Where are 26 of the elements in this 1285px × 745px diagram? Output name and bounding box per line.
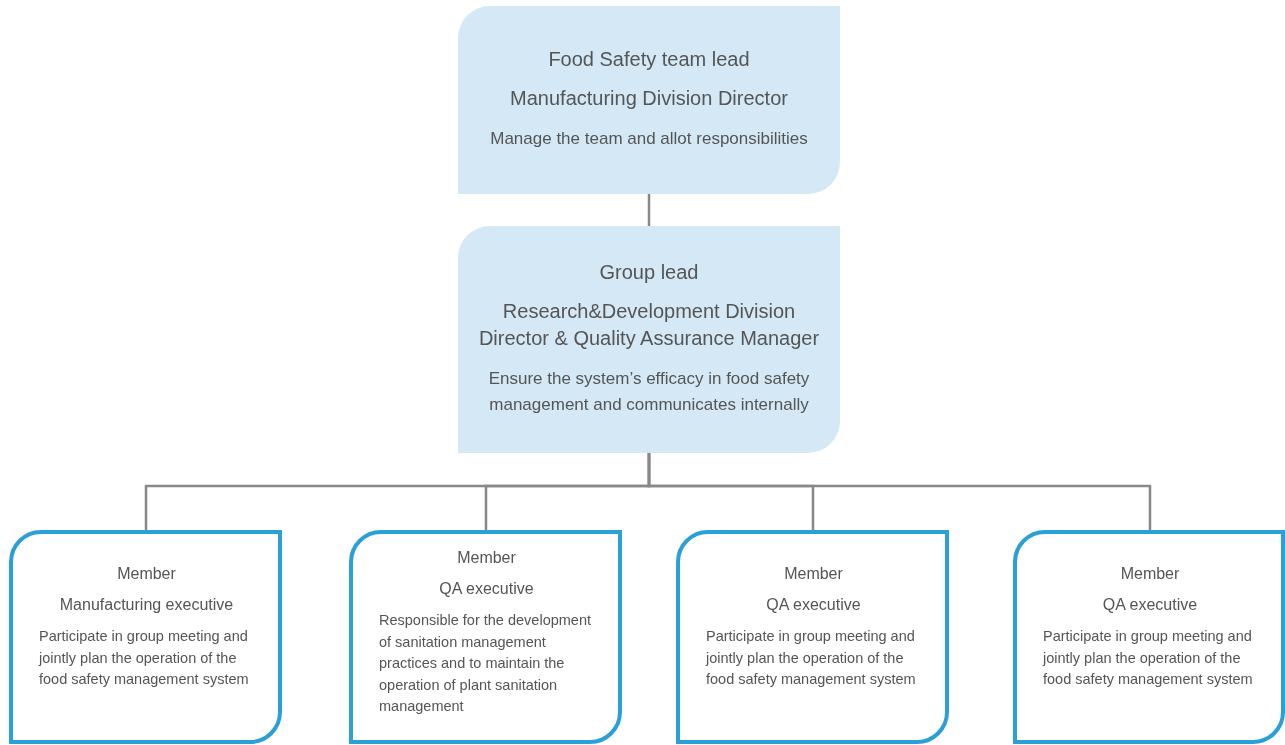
member-card: [349, 530, 622, 744]
role-card: [458, 226, 840, 453]
responsibility-text: Participate in group meeting and jointly plan the operation of the food safety management system: [39, 627, 250, 689]
member-card: [9, 530, 282, 744]
position-name: Research&Development Division Director & Quality Assurance Manager: [477, 299, 821, 351]
responsibility-text: Participate in group meeting and jointly plan the operation of the food safety management system: [706, 627, 917, 689]
position-name: QA executive: [438, 580, 535, 598]
role-title: Member: [1119, 565, 1181, 583]
role-title: Group lead: [599, 261, 699, 284]
role-title: Member: [456, 549, 517, 567]
role-title: Food Safety team lead: [548, 48, 750, 71]
position-name: QA executive: [765, 596, 862, 614]
responsibility-text: Participate in group meeting and jointly plan the operation of the food safety management system: [1043, 627, 1254, 689]
position-name: QA executive: [1101, 596, 1199, 614]
role-title: Member: [783, 565, 844, 583]
member-card: [1013, 530, 1285, 744]
connector-line: [647, 453, 1152, 530]
connector-line: [647, 194, 651, 226]
role-title: Member: [116, 565, 177, 583]
position-name: Manufacturing Division Director: [510, 86, 788, 111]
responsibility-text: Ensure the system’s efficacy in food safety management and communicates internally: [487, 368, 811, 416]
responsibility-text: Manage the team and allot responsibilities: [490, 128, 808, 150]
responsibility-text: Responsible for the development of sanitation management practices and to maintain the operation of plant sanitation management: [379, 611, 592, 716]
position-name: Manufacturing executive: [58, 596, 235, 614]
role-card: [458, 6, 840, 194]
member-card: [676, 530, 949, 744]
